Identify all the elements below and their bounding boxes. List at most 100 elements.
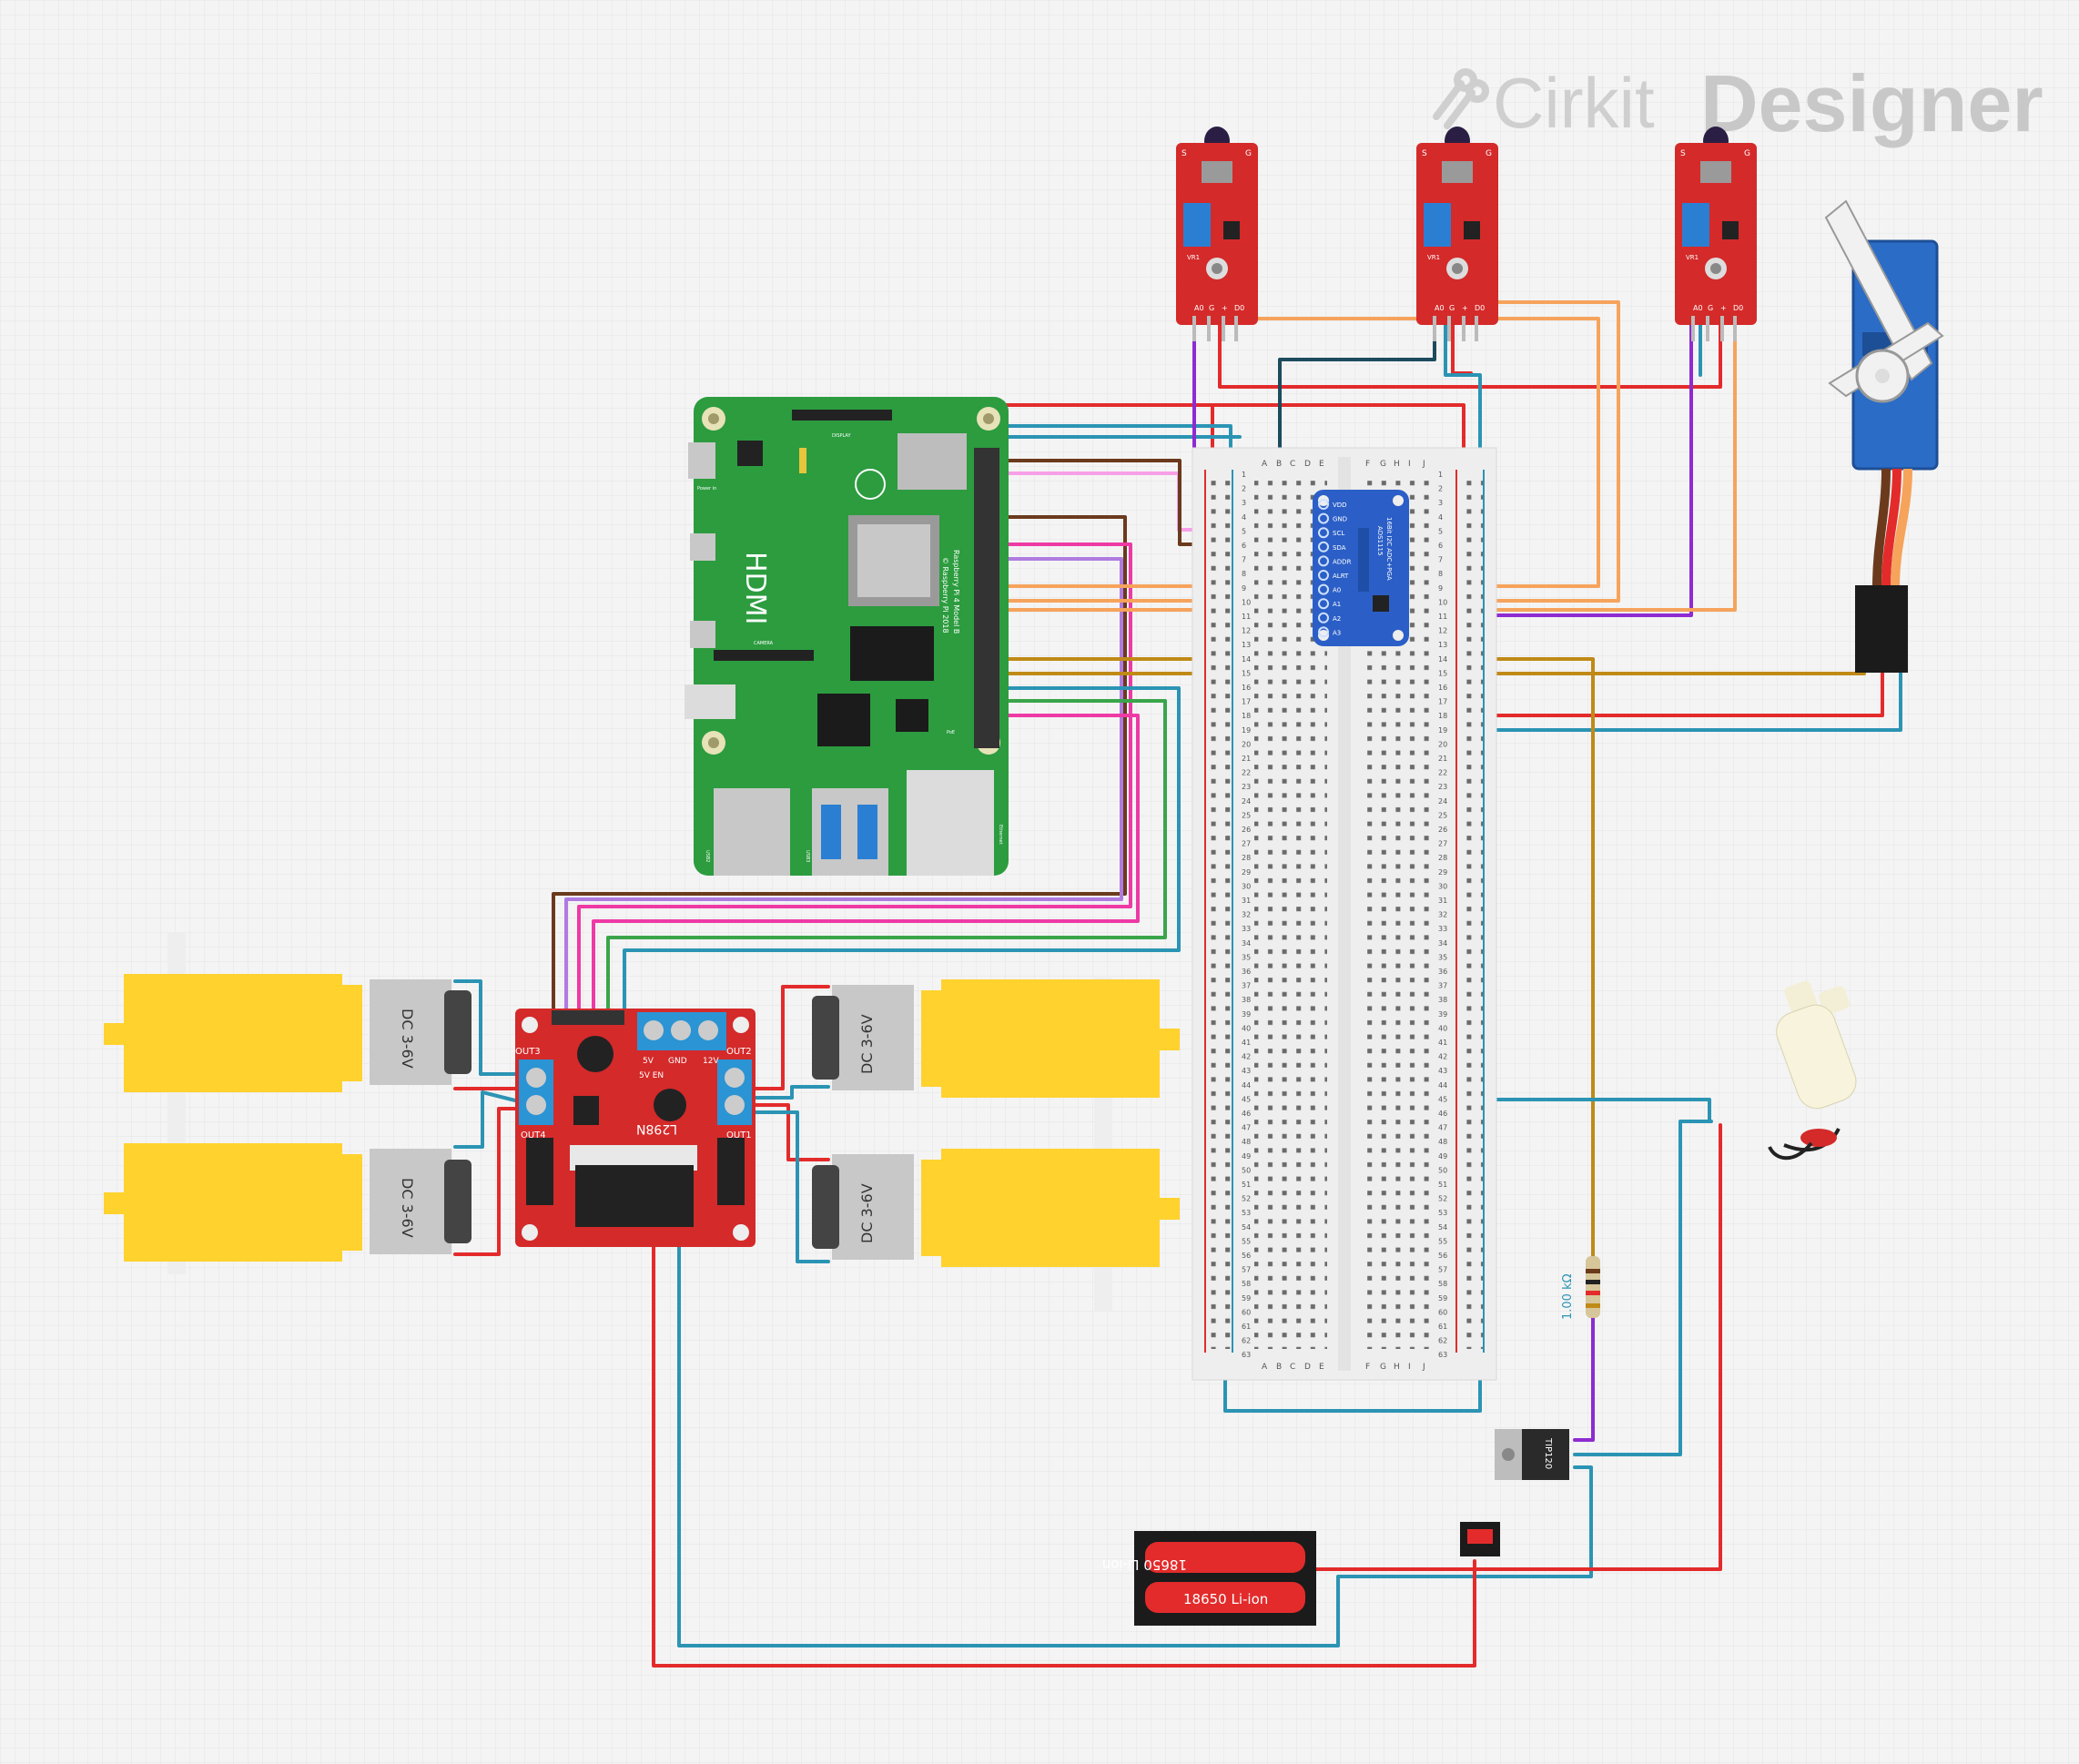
sensor-vr-label: VR1 [1686,254,1699,261]
adc-pin[interactable] [1318,612,1329,623]
wire-green[interactable] [606,699,1167,1021]
potentiometer[interactable] [1424,203,1451,247]
row-label: 46 [1438,1110,1447,1118]
row-label: 40 [1242,1024,1251,1032]
adc-pin[interactable] [1318,570,1329,581]
adc-pin[interactable] [1318,598,1329,610]
breadboard-column-labels-right-bottom: F G H I J [1365,1363,1425,1372]
wire-red[interactable] [453,1107,521,1256]
column-label: J [1422,1363,1425,1372]
row-label: 3 [1438,499,1443,507]
wire-pink[interactable] [577,542,1132,1021]
adc-pin[interactable] [1318,499,1329,510]
row-label: 24 [1242,797,1251,806]
breadboard-column-labels-left: A B C D E [1262,460,1324,469]
resistor[interactable]: 1.00 kΩ [1561,1256,1600,1320]
row-label: 14 [1242,655,1251,664]
row-label: 56 [1242,1252,1251,1260]
wire-purple[interactable] [1573,1309,1595,1442]
adc-pin[interactable] [1318,541,1329,553]
row-label: 37 [1438,982,1447,990]
wire-magenta[interactable] [592,714,1140,1021]
gpio-header[interactable] [974,448,999,748]
wire-teal[interactable] [1478,1098,1711,1121]
row-label: 18 [1438,712,1447,720]
tip120-transistor[interactable]: TIP120 [1495,1429,1569,1480]
wire-red[interactable] [1309,1123,1722,1571]
potentiometer[interactable] [1183,203,1211,247]
column-label: A [1262,1363,1268,1372]
adc-pin[interactable] [1318,583,1329,595]
row-label: 24 [1438,797,1447,806]
adc-pin[interactable] [1318,512,1329,524]
adc-pin[interactable] [1318,527,1329,539]
wire-teal[interactable] [677,1245,1593,1647]
breadboard-column-labels-right: F G H I J [1365,460,1425,469]
sensor-board [1675,143,1757,325]
wire-teal[interactable] [754,1110,830,1263]
wire-red[interactable] [754,1103,830,1161]
row-label: 49 [1438,1152,1447,1161]
wire-gold[interactable] [989,657,1595,1258]
ethernet-port[interactable] [907,770,994,876]
row-label: 61 [1438,1323,1447,1331]
rocker-switch[interactable] [1460,1522,1500,1556]
cirkit-logo-icon [1433,68,1489,129]
sensor-pin-label: G [1708,304,1713,312]
wire-teal[interactable] [1573,1120,1713,1456]
row-label: 30 [1242,882,1251,890]
row-label: 60 [1242,1308,1251,1316]
adc-pin[interactable] [1318,555,1329,567]
sensor-pin-label: G [1209,304,1214,312]
wire-teal[interactable] [453,979,521,1076]
motor-label: DC 3-6V [858,1014,876,1074]
column-label: G [1380,460,1386,469]
row-label: 36 [1242,968,1251,976]
l298n-gnd-label: GND [668,1057,687,1066]
pi-camera-label: CAMERA [754,641,774,646]
servo-connector[interactable] [1855,585,1908,673]
row-label: 61 [1242,1323,1251,1331]
column-label: F [1365,460,1370,469]
sensor-pin-label: + [1720,304,1727,312]
row-label: 7 [1438,556,1443,564]
wire-red[interactable] [1462,672,1884,717]
row-label: 18 [1242,712,1251,720]
pi-model-label: Raspberry Pi 4 Model B [952,550,960,634]
sensor-vr-label: VR1 [1187,254,1200,261]
wire-violet[interactable] [564,557,1123,1021]
row-label: 42 [1438,1053,1447,1061]
sensor-pin-label: A0 [1435,304,1445,312]
wire-red[interactable] [1218,317,1722,389]
logic-pin-header[interactable] [552,1010,624,1025]
row-label: 22 [1438,769,1447,777]
wire-teal[interactable] [1478,672,1902,732]
wire-red[interactable] [652,1245,1476,1668]
row-label: 6 [1242,542,1246,550]
raspberry-logo-icon [855,469,886,500]
wire-teal[interactable] [1444,317,1482,475]
row-label: 59 [1242,1294,1251,1303]
column-label: C [1290,1363,1295,1372]
adc-pin[interactable] [1318,626,1329,638]
potentiometer[interactable] [1682,203,1709,247]
row-label: 1 [1242,471,1246,479]
row-label: 10 [1438,598,1447,606]
row-label: 13 [1438,641,1447,649]
row-label: 23 [1438,783,1447,791]
wire-teal[interactable] [623,686,1181,1021]
usb2-port[interactable] [714,788,790,876]
row-label: 26 [1242,826,1251,834]
wire-teal[interactable] [754,1085,830,1100]
column-label: H [1394,1363,1400,1372]
row-label: 58 [1438,1280,1447,1288]
wire-brown[interactable] [552,515,1127,1021]
row-label: 47 [1438,1124,1447,1132]
servo-horn[interactable] [1824,199,1933,381]
wire-teal[interactable] [453,1090,521,1149]
wire-red[interactable] [754,985,830,1090]
row-label: 17 [1438,698,1447,706]
sensor-pin-label: + [1462,304,1468,312]
row-label: 23 [1242,783,1251,791]
wire-teal[interactable] [1223,1364,1482,1413]
